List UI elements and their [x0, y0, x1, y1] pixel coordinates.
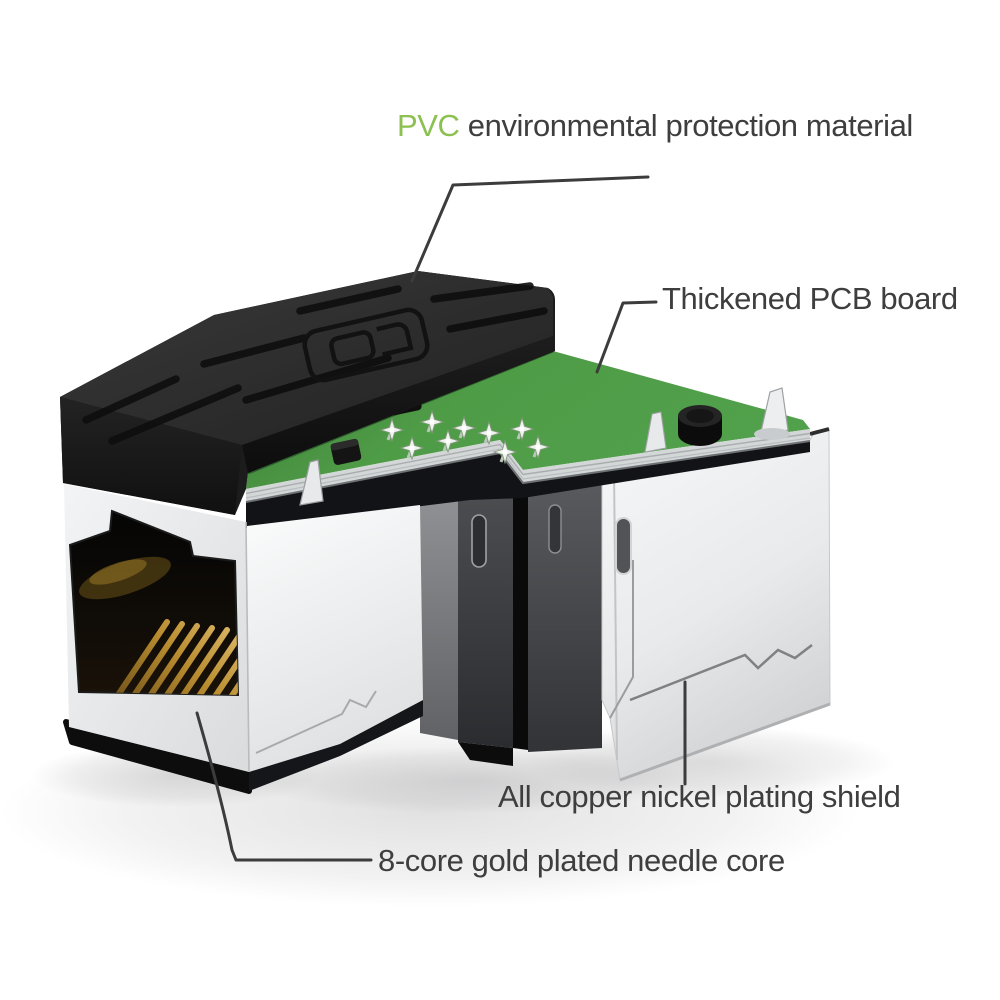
middle-shield-section [420, 470, 602, 766]
leader-line-pins [195, 711, 373, 862]
metal-standoff [299, 459, 324, 506]
metal-standoff [644, 411, 667, 453]
shield-chamfer-line [629, 644, 813, 702]
callout-nickel-shield: All copper nickel plating shield [498, 779, 901, 814]
right-shield-body [601, 427, 831, 782]
callout-pvc-rest: environmental protection material [459, 108, 914, 143]
latch-slot [471, 514, 487, 568]
latch-slot [615, 517, 632, 575]
leader-line-pcb [595, 300, 658, 374]
gold-pins [79, 556, 238, 695]
embossed-rounded-square-logo [302, 307, 430, 383]
left-shield-body [63, 484, 423, 794]
callout-gold-pins: 8-core gold plated needle core [378, 843, 785, 878]
leader-line-pvc [410, 175, 650, 283]
shield-gap [513, 483, 528, 750]
callout-pvc-highlight: PVC [397, 108, 460, 143]
pvc-housing [60, 271, 555, 515]
latch-slot [548, 504, 562, 554]
callout-pvc-material: PVC environmental protection material [397, 108, 913, 144]
rj45-jack-opening [68, 509, 240, 697]
shield-chamfer-line [255, 690, 377, 754]
callout-pcb-board: Thickened PCB board [662, 281, 958, 316]
inductor-cap [678, 405, 722, 446]
pcb-underside-shadow [246, 441, 810, 528]
